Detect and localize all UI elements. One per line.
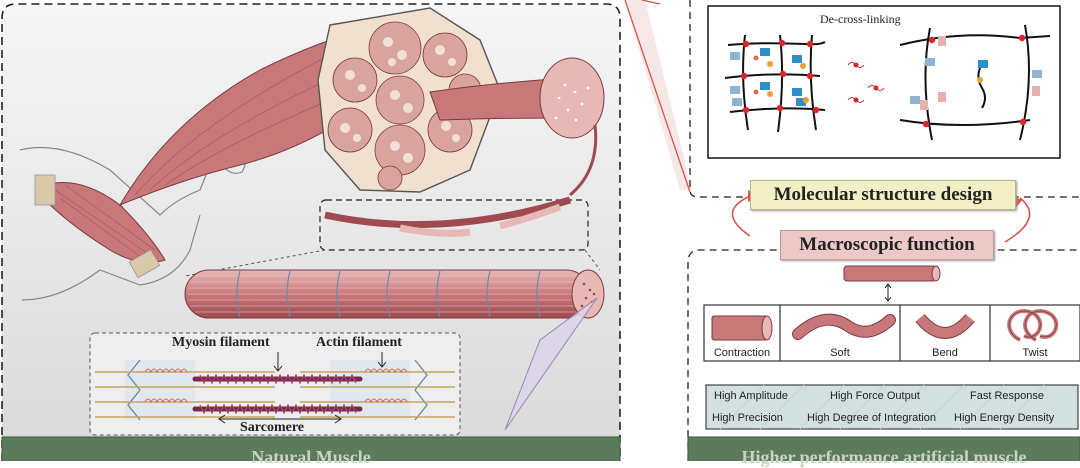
natural-muscle-panel: Myosin filament Actin filament Sarcomere…	[1, 3, 621, 467]
artificial-muscle-illustration	[624, 0, 1080, 461]
bicep-muscle	[44, 182, 166, 263]
natural-muscle-footer-label: Natural Muscle	[251, 447, 371, 467]
property-high-precision: High Precision	[712, 412, 783, 424]
sarcomere-label: Sarcomere	[240, 420, 305, 435]
natural-muscle-footer	[1, 436, 621, 461]
actin-filament-label: Actin filament	[316, 335, 402, 350]
property-high-amplitude: High Amplitude	[714, 390, 788, 402]
macroscopic-function-label: Macroscopic function	[780, 230, 994, 260]
property-fast-response: Fast Response	[970, 390, 1044, 402]
motion-contraction-label: Contraction	[713, 347, 771, 359]
myofibril-zoom-box	[319, 199, 589, 251]
artificial-muscle-footer-label: Higher performance artificial muscle	[741, 447, 1027, 467]
motion-twist-label: Twist	[1022, 347, 1048, 359]
motion-bend-label: Bend	[932, 347, 958, 359]
property-high-degree-of-integration: High Degree of Integration	[807, 412, 937, 424]
molecular-structure-label: Molecular structure design	[750, 180, 1016, 210]
artificial-muscle-panel: De-cross-linking Molecular structure des…	[620, 0, 1080, 467]
property-high-energy-density: High Energy Density	[954, 412, 1055, 424]
natural-muscle-illustration	[1, 3, 621, 461]
myofibril-bundle	[184, 269, 605, 319]
artificial-muscle-footer	[687, 436, 1080, 461]
motion-soft-label: Soft	[830, 347, 850, 359]
decrosslinking-title: De-cross-linking	[820, 12, 901, 26]
myosin-filament-label: Myosin filament	[172, 335, 270, 350]
property-high-force-output: High Force Output	[830, 390, 920, 402]
muscle-cross-section	[317, 7, 605, 193]
